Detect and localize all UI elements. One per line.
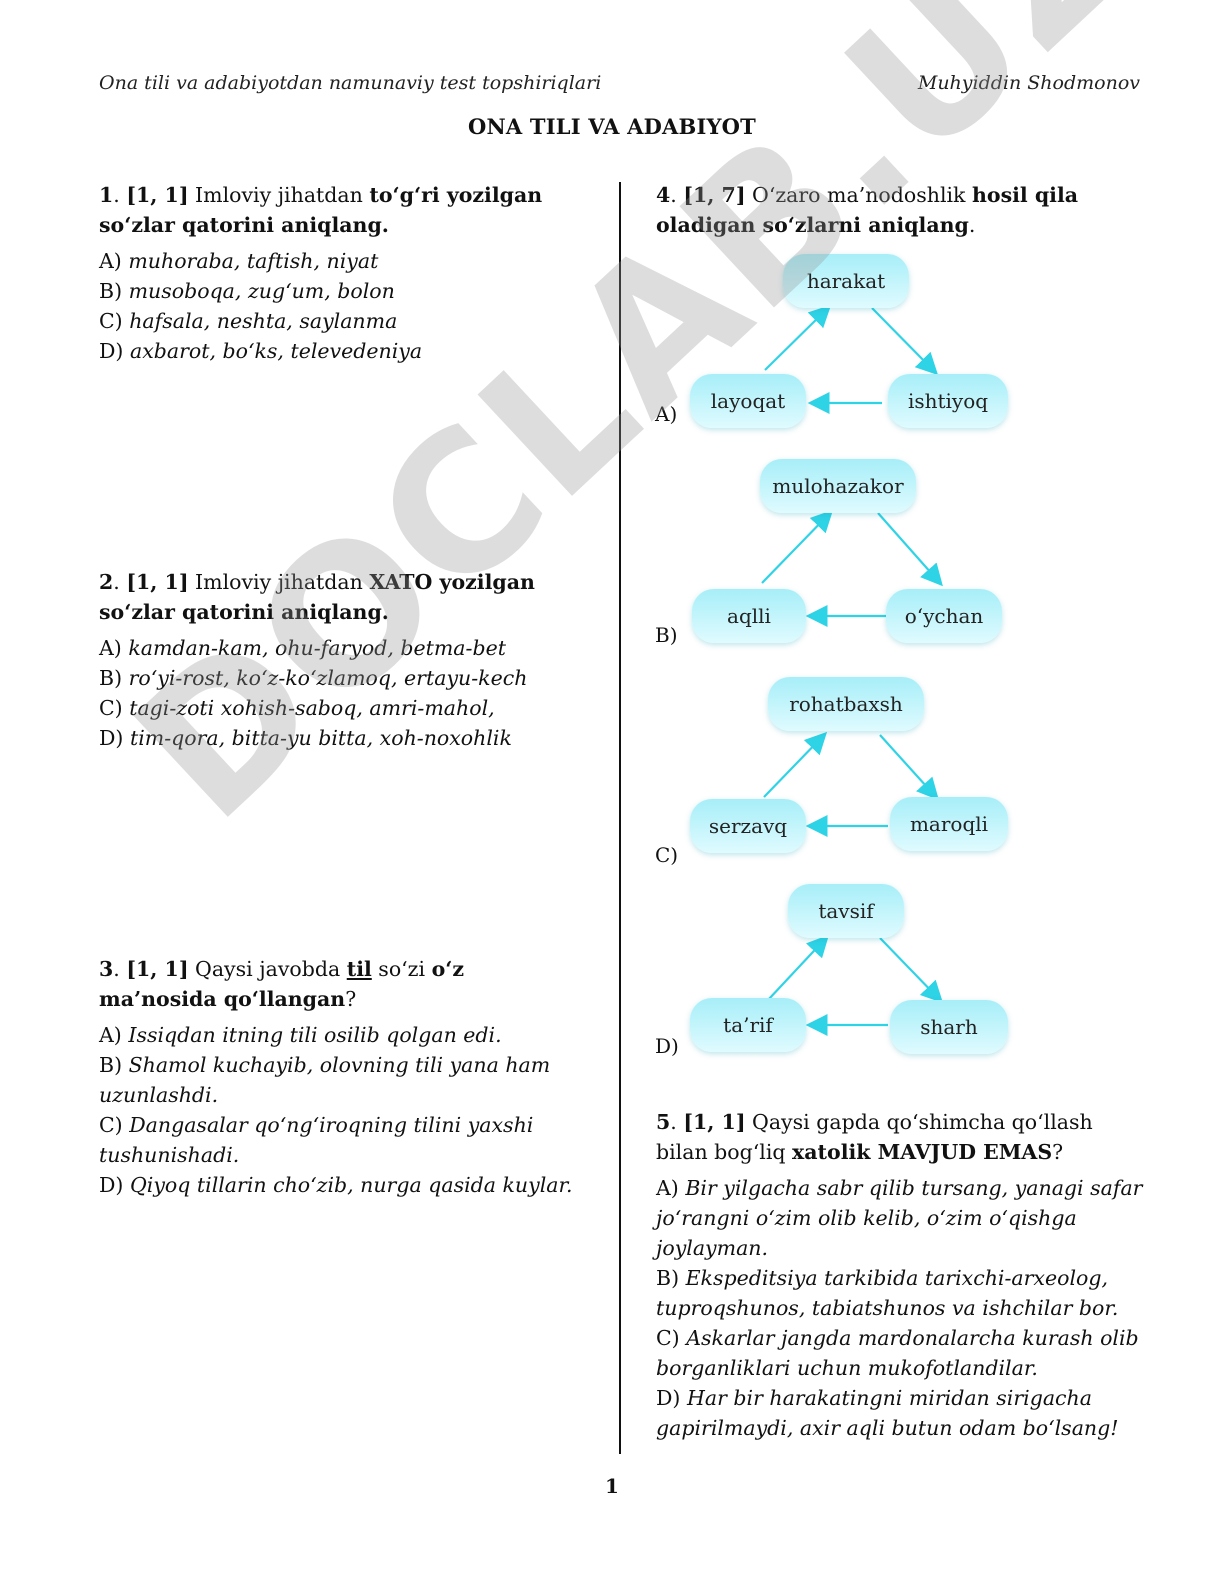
question-1-stem: 1. [1, 1] Imloviy jihatdan to‘g‘ri yozil…: [99, 183, 543, 237]
page-number: 1: [605, 1474, 619, 1498]
question-score: [1, 1]: [126, 183, 189, 207]
question-5-stem: 5. [1, 1] Qaysi gapda qo‘shimcha qo‘llas…: [656, 1110, 1093, 1164]
question-score: [1, 1]: [683, 1110, 746, 1134]
page-title: ONA TILI VA ADABIYOT: [468, 114, 756, 139]
question-4-stem: 4. [1, 7] O‘zaro ma’nodoshlik hosil qila…: [656, 183, 1079, 237]
diagram-a: harakat layoqat ishtiyoq A): [650, 250, 1030, 450]
arrow-left-to-top: [767, 934, 830, 1001]
option-d: D) Har bir harakatingni miridan sirigach…: [656, 1386, 1119, 1440]
option-c: C) Dangasalar qo‘ng‘iroqning tilini yaxs…: [99, 1113, 534, 1167]
question-number: 1: [99, 183, 114, 207]
question-score: [1, 7]: [683, 183, 746, 207]
diagram-d: tavsif ta’rif sharh D): [650, 882, 1030, 1082]
arrow-left-to-top: [763, 731, 828, 798]
diagram-c: rohatbaxsh serzavq maroqli C): [650, 673, 1030, 873]
question-2: 2. [1, 1] Imloviy jihatdan XATO yozilgan…: [99, 567, 569, 753]
node-top: tavsif: [788, 884, 904, 938]
question-1: 1. [1, 1] Imloviy jihatdan to‘g‘ri yozil…: [99, 180, 569, 366]
option-b: B) ro‘yi-rost, ko‘z-ko‘zlamoq, ertayu-ke…: [99, 666, 528, 690]
node-right: sharh: [890, 1000, 1008, 1054]
arrow-top-to-right: [877, 512, 943, 587]
diagram-b: mulohazakor aqlli o‘ychan B): [650, 455, 1030, 655]
node-top: rohatbaxsh: [768, 677, 924, 731]
arrow-top-to-right: [879, 937, 944, 1004]
question-number: 4: [656, 183, 671, 207]
arrow-top-to-right: [879, 734, 939, 801]
option-a: A) muhoraba, taftish, niyat: [99, 249, 379, 273]
header-left-title: Ona tili va adabiyotdan namunaviy test t…: [99, 72, 602, 94]
diagram-arrows: [764, 304, 939, 414]
option-c: C) hafsala, neshta, saylanma: [99, 309, 398, 333]
question-number: 5: [656, 1110, 671, 1134]
option-c: C) Askarlar jangda mardonalarcha kurash …: [656, 1326, 1139, 1380]
option-d: D) Qiyoq tillarin cho‘zib, nurga qasida …: [99, 1173, 573, 1197]
node-right: ishtiyoq: [888, 374, 1008, 428]
question-3-stem: 3. [1, 1] Qaysi javobda til so‘zi o‘z ma…: [99, 957, 465, 1011]
option-d: D) tim-qora, bitta-yu bitta, xoh-noxohli…: [99, 726, 512, 750]
option-label: D): [655, 1034, 679, 1058]
node-left: serzavq: [690, 799, 806, 853]
diagram-arrows: [761, 509, 943, 627]
column-divider: [619, 182, 621, 1454]
option-b: B) Ekspeditsiya tarkibida tarixchi-arxeo…: [656, 1266, 1119, 1320]
option-a: A) Bir yilgacha sabr qilib tursang, yana…: [656, 1176, 1143, 1260]
option-label: A): [655, 402, 678, 426]
option-a: A) Issiqdan itning tili osilib qolgan ed…: [99, 1023, 502, 1047]
node-left: layoqat: [690, 374, 806, 428]
option-label: C): [655, 843, 679, 867]
option-a: A) kamdan-kam, ohu-faryod, betma-bet: [99, 636, 506, 660]
node-right: o‘ychan: [886, 589, 1002, 643]
arrow-left-to-top: [761, 509, 834, 584]
arrow-left-to-top: [764, 304, 832, 371]
diagram-arrows: [767, 934, 944, 1036]
diagram-arrows: [763, 731, 939, 837]
node-left: aqlli: [692, 589, 806, 643]
option-b: B) musoboqa, zug‘um, bolon: [99, 279, 395, 303]
question-5: 5. [1, 1] Qaysi gapda qo‘shimcha qo‘llas…: [656, 1107, 1146, 1443]
question-4: 4. [1, 7] O‘zaro ma’nodoshlik hosil qila…: [656, 180, 1126, 246]
question-score: [1, 1]: [126, 957, 189, 981]
question-2-stem: 2. [1, 1] Imloviy jihatdan XATO yozilgan…: [99, 570, 535, 624]
question-3: 3. [1, 1] Qaysi javobda til so‘zi o‘z ma…: [99, 954, 579, 1200]
node-top: mulohazakor: [760, 459, 916, 513]
option-label: B): [655, 623, 678, 647]
option-d: D) axbarot, bo‘ks, televedeniya: [99, 339, 423, 363]
question-number: 2: [99, 570, 114, 594]
header-author: Muhyiddin Shodmonov: [917, 72, 1140, 94]
question-score: [1, 1]: [126, 570, 189, 594]
node-right: maroqli: [890, 797, 1008, 851]
option-b: B) Shamol kuchayib, olovning tili yana h…: [99, 1053, 551, 1107]
node-top: harakat: [783, 254, 909, 308]
arrow-top-to-right: [871, 307, 939, 376]
node-left: ta’rif: [690, 998, 806, 1052]
option-c: C) tagi-zoti xohish-saboq, amri-mahol,: [99, 696, 495, 720]
question-number: 3: [99, 957, 114, 981]
